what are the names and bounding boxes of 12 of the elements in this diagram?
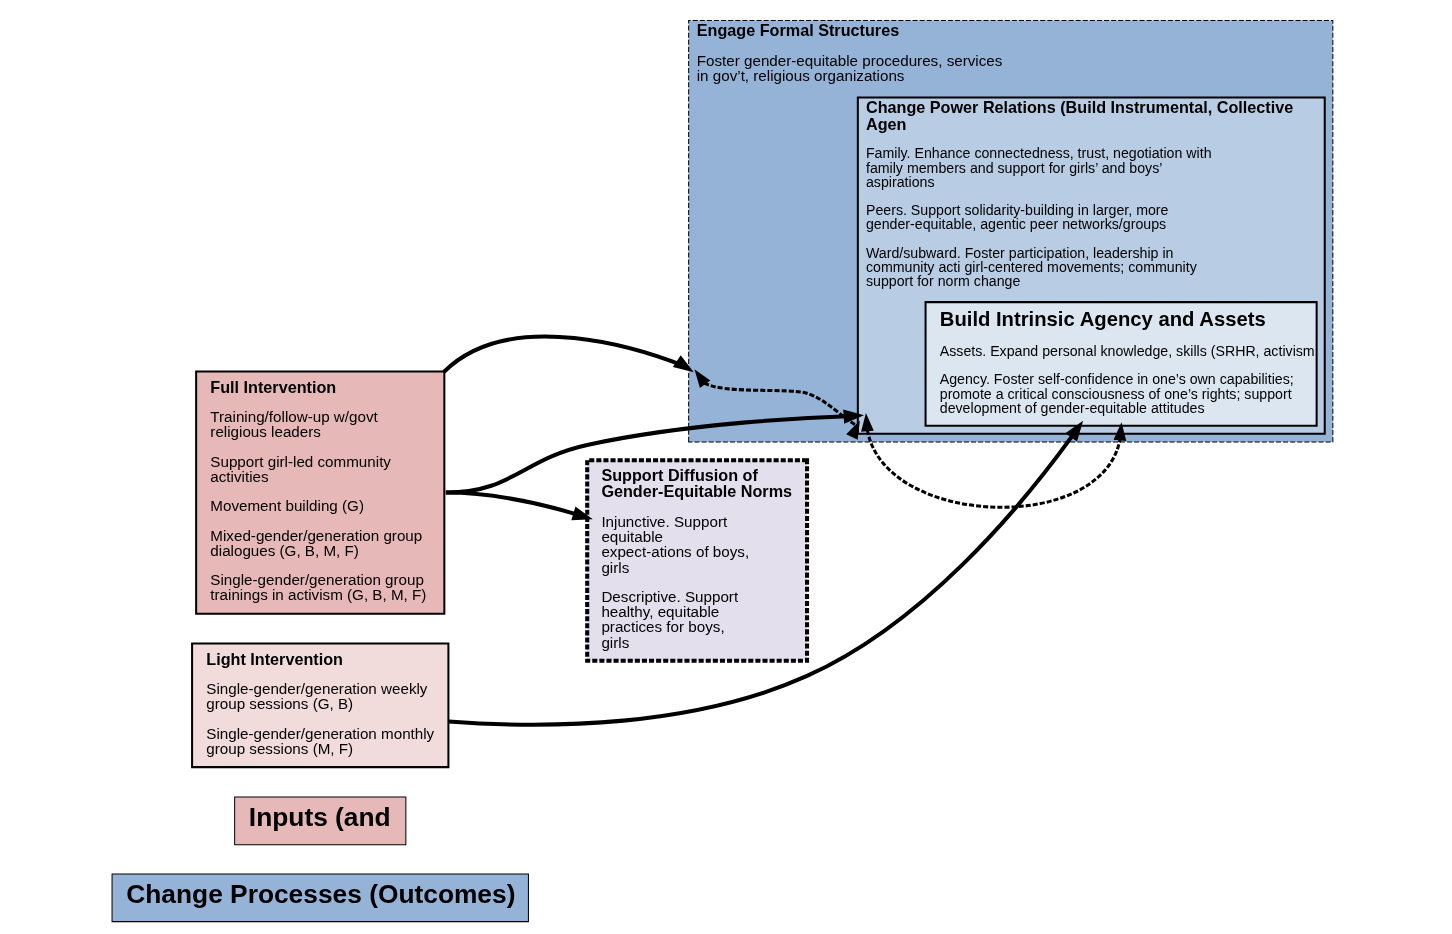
node-box: Change Processes (Outcomes) <box>111 873 529 923</box>
node-box: Light Intervention Single-gender/generation weekly group sessions (G, B) Single-gender/generation monthly group sessions (M, F) <box>190 642 449 769</box>
arrow <box>860 413 1126 509</box>
arrow <box>442 334 694 374</box>
node-box: Full Intervention Training/follow-up w/govt religious leaders Support girl-led community activities Movement building (G) Mixed-gender/generation group dialogues (G, B, M, F) Single-gender/generation group trainings in activism (G, B, M, F) <box>194 370 445 615</box>
arrow <box>445 490 593 521</box>
arrow <box>447 420 1083 727</box>
node-box: Inputs (and <box>233 796 406 846</box>
node-box: Support Diffusion of Gender-Equitable Norms Injunctive. Support equitable expect-ations of boys, girls Descriptive. Support healthy, equitable practices for boys, girls <box>584 458 809 663</box>
node-box: Build Intrinsic Agency and Assets Assets. Expand personal knowledge, skills (SRHR, activism Agency. Foster self-confidence in one’s own capabilities; promote a critical consciousness of one’s rights; support development of gender-equitable attitudes <box>924 301 1318 427</box>
arrow <box>693 369 860 440</box>
arrow <box>445 409 864 495</box>
